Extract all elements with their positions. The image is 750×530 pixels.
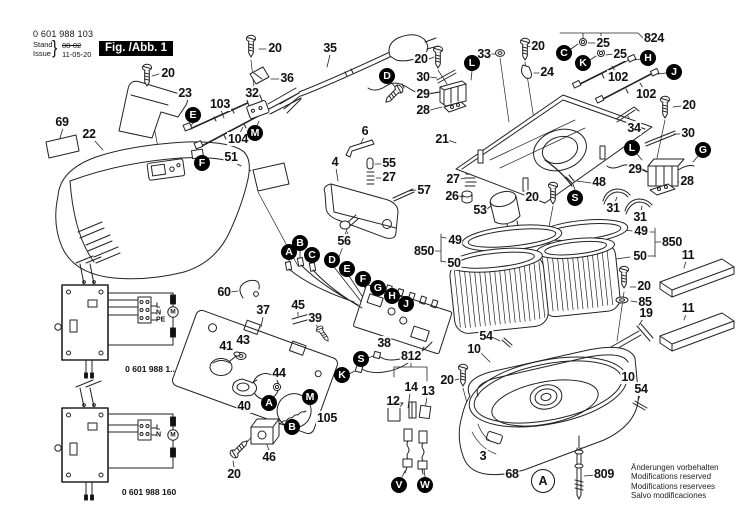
board-lead-wires [284, 257, 433, 374]
washer-85 [615, 296, 629, 304]
document-part-number: 0 601 988 103 [33, 29, 94, 39]
screw-809 [574, 435, 584, 500]
wiring-schematic-2 [54, 379, 179, 501]
wiring-schematic-1 [54, 255, 179, 379]
sticker-69 [45, 134, 80, 159]
wire-102-a [571, 53, 637, 89]
foam-strip-11-a [659, 258, 735, 298]
notice-line-en: Modifications reserved [631, 472, 712, 482]
brace-glyph: } [52, 38, 58, 59]
clip-24 [521, 64, 532, 79]
clamp-hooks-31 [602, 188, 653, 215]
pin-54-left [501, 337, 513, 348]
foam-strip-11-b [659, 312, 735, 352]
nut-44 [272, 382, 282, 392]
carry-handle-bracket [118, 80, 188, 139]
container-tank [458, 346, 639, 476]
pleated-filter-left [448, 247, 549, 334]
circuit-board-38 [353, 280, 453, 355]
pin-54-right [632, 400, 648, 411]
cord-grommet-36 [249, 66, 270, 85]
strip-45 [291, 312, 315, 325]
wire-104 [193, 113, 263, 150]
power-cord [279, 34, 439, 114]
superseded-issue-date: 08-02 [62, 41, 82, 50]
clip-60 [239, 279, 260, 299]
nut-26 [461, 190, 473, 204]
sticker-51 [252, 162, 290, 192]
wire-103 [182, 100, 253, 132]
carbon-brush-set [387, 401, 432, 475]
suppressor-left [367, 69, 467, 113]
nut-25-a [579, 38, 587, 46]
modifications-notice: Änderungen vorbehalten Modifications res… [631, 463, 719, 501]
motor-housing-cover [55, 141, 250, 280]
switch-button-46 [250, 418, 280, 445]
control-panel-37 [172, 309, 338, 435]
notice-line-de: Änderungen vorbehalten [631, 463, 719, 472]
latch-handle-4 [323, 139, 477, 239]
figure-title-box: Fig. /Abb. 1 [99, 41, 173, 56]
notice-line-es: Salvo modificaciones [631, 491, 707, 501]
issue-date: 11-05-20 [62, 49, 92, 59]
grommet-33 [495, 49, 505, 57]
suppressor-right [606, 106, 695, 196]
pleated-filter-right [536, 237, 621, 318]
notice-line-fr: Modifications reservees [631, 481, 716, 491]
knob-40 [232, 378, 258, 397]
nut-25-b [597, 49, 605, 57]
wire-102-b [594, 67, 660, 104]
stand-label: Stand [33, 40, 53, 49]
knob-41 [209, 351, 241, 376]
terminal-block-32 [246, 94, 270, 119]
motor-base-plate [455, 94, 653, 204]
issue-label: Issue [33, 48, 51, 58]
thumb-screw-56 [339, 214, 359, 230]
